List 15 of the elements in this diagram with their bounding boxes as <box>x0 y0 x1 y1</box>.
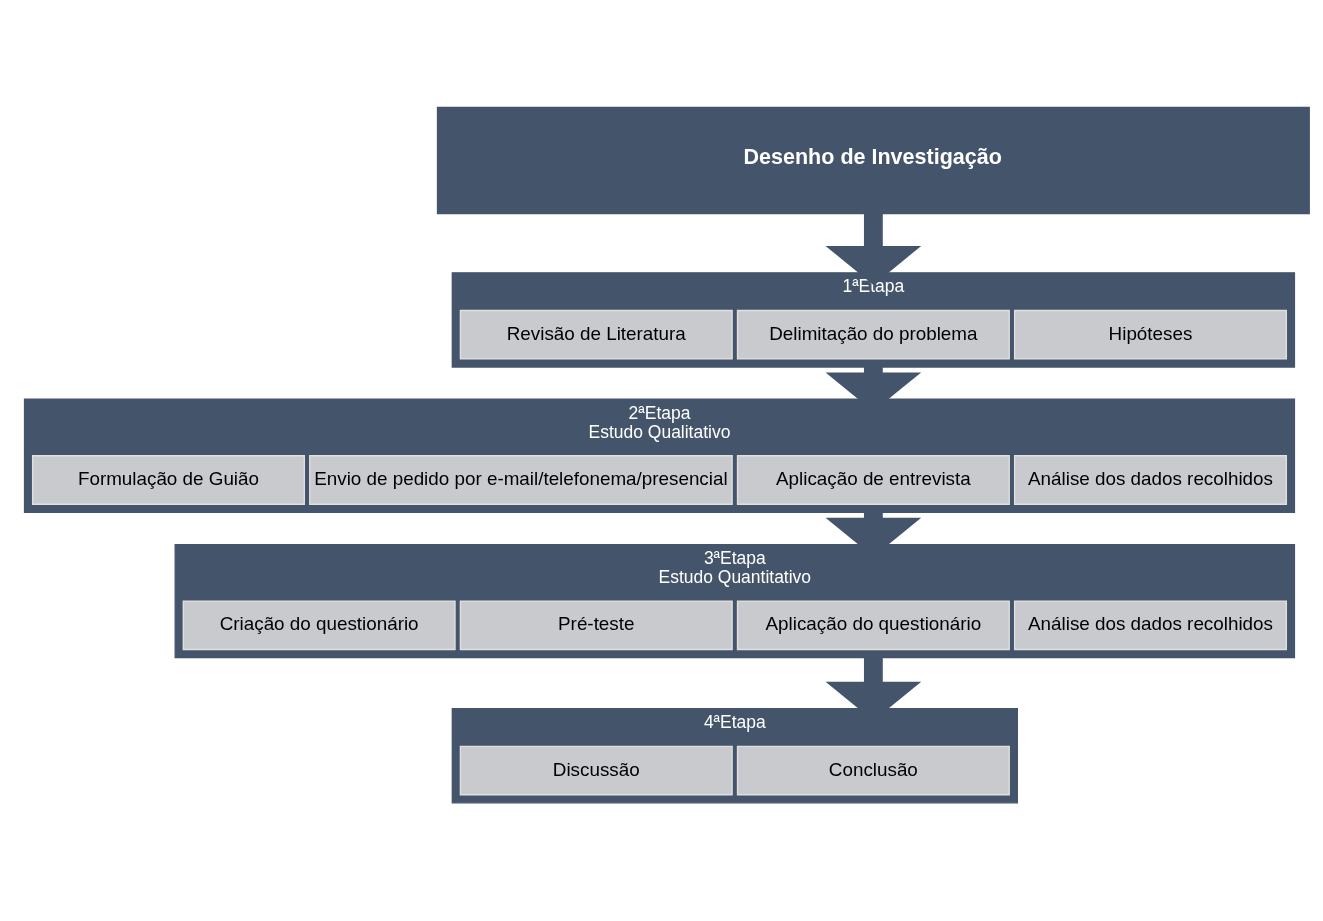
node-box: Aplicação de entrevista <box>736 455 1010 505</box>
node-box: Hipóteses <box>1013 309 1288 360</box>
node-box: Análise dos dados recolhidos <box>1013 600 1288 651</box>
node-box: Discussão <box>459 745 733 796</box>
node-box: Formulação de Guião <box>31 455 306 505</box>
node-box: Revisão de Literatura <box>459 309 733 360</box>
node-box: Conclusão <box>736 745 1010 796</box>
arrow <box>825 213 922 285</box>
node-box: Envio de pedido por e-mail/telefonema/presencial <box>309 455 733 505</box>
node-box: Pré-teste <box>459 600 733 651</box>
node-box: Aplicação do questionário <box>736 600 1010 651</box>
node-box: Delimitação do problema <box>736 309 1010 360</box>
node-box: Desenho de Investigação <box>436 106 1310 215</box>
node-box: Análise dos dados recolhidos <box>1013 455 1288 505</box>
node-box: Criação do questionário <box>182 600 456 651</box>
